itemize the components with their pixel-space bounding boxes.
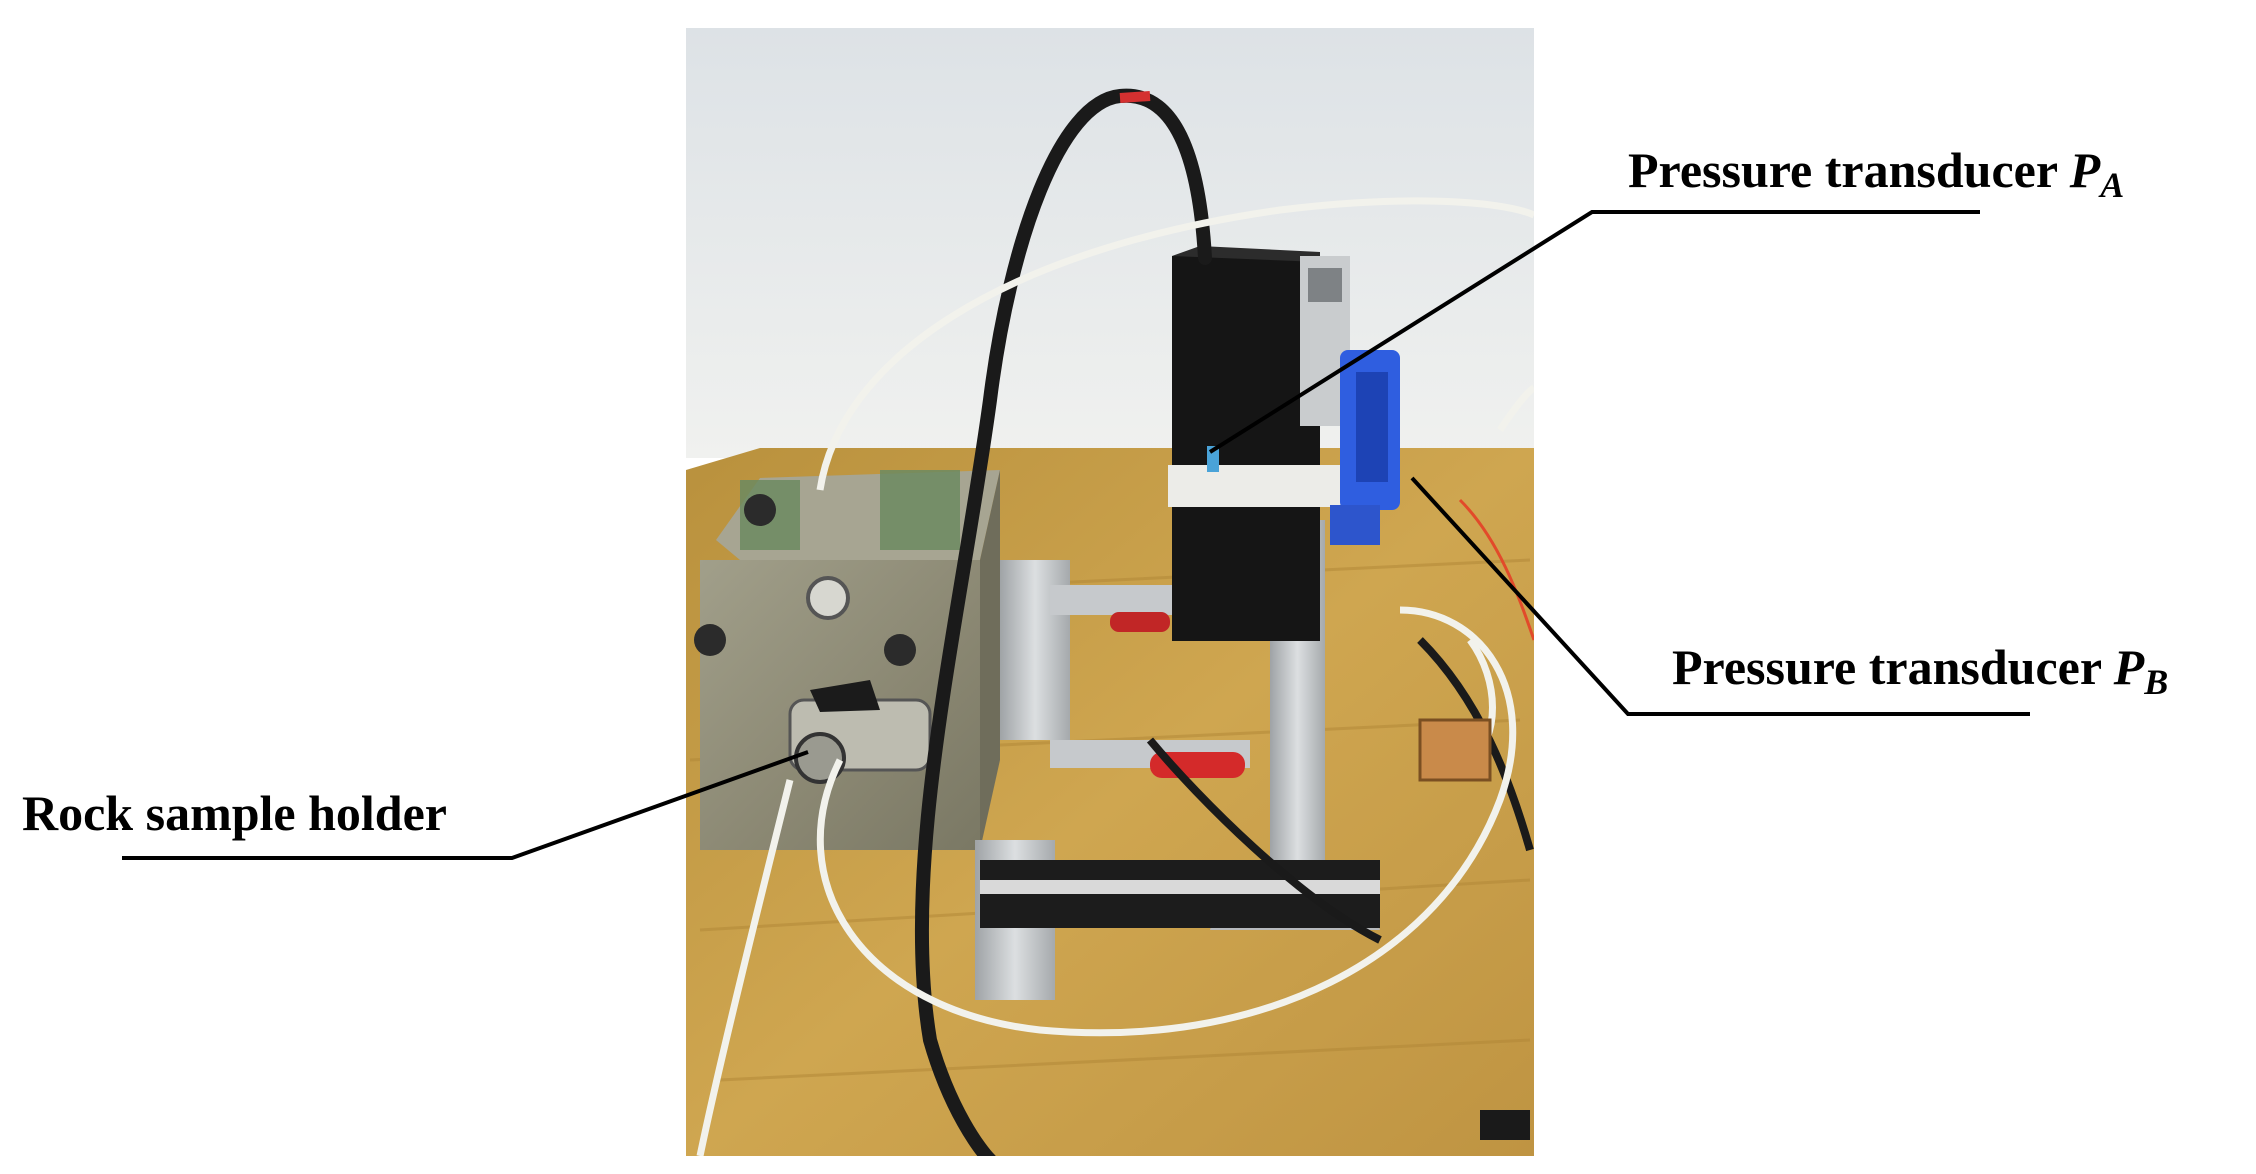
clamp-handle-red-2: [1110, 612, 1170, 632]
label-rock-sample-holder: Rock sample holder: [22, 785, 447, 841]
label-text: Pressure transducer: [1672, 639, 2114, 695]
leader-line-pa: [1208, 210, 1980, 454]
copper-sensor: [1418, 718, 1492, 782]
rock-sample-holder: [694, 470, 1000, 850]
label-pressure-transducer-a: Pressure transducer PA: [1628, 145, 2124, 203]
label-subscript: A: [2100, 165, 2125, 206]
photo-content: [686, 28, 1534, 1156]
label-symbol: P: [2069, 142, 2101, 198]
transducer-assembly: [1168, 246, 1400, 641]
label-subscript: B: [2144, 662, 2169, 703]
label-text: Pressure transducer: [1628, 142, 2070, 198]
leader-line-rock: [122, 750, 809, 860]
label-pressure-transducer-b: Pressure transducer PB: [1672, 642, 2168, 700]
black-cable: [914, 88, 1212, 1156]
leader-lines: [122, 210, 2030, 860]
leader-line-pb: [1410, 476, 2030, 716]
label-symbol: P: [2113, 639, 2145, 695]
